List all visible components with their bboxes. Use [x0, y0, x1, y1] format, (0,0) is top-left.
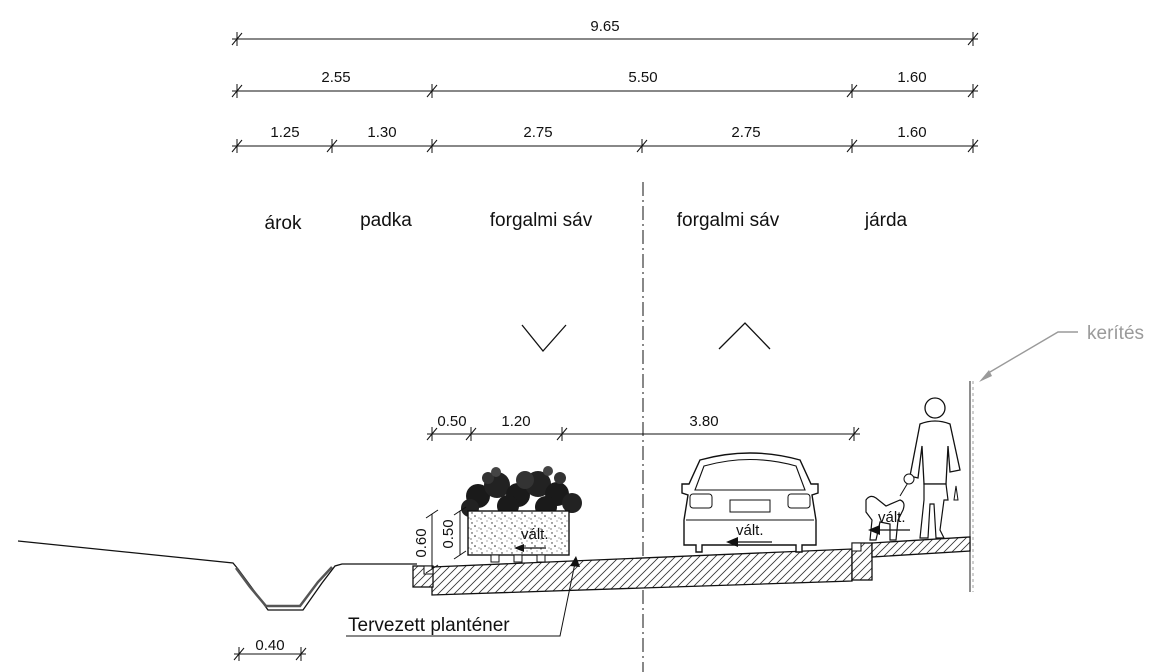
- dimension-row-total: 9.65: [231, 18, 979, 46]
- zone-ditch-label: árok: [265, 213, 302, 234]
- dim-lane-right: 2.75: [731, 124, 760, 141]
- walk-change-label: vált.: [878, 509, 906, 526]
- dim-remaining-roadway: 3.80: [689, 413, 718, 430]
- dim-lane-left: 2.75: [523, 124, 552, 141]
- car-rear-view: vált.: [681, 452, 819, 553]
- road-structure: [412, 536, 971, 596]
- dim-curb-offset: 0.50: [437, 413, 466, 430]
- zone-sidewalk-label: járda: [864, 210, 908, 231]
- fence-label: kerítés: [1087, 323, 1144, 344]
- dim-total: 9.65: [590, 18, 619, 35]
- dim-ditch: 1.25: [270, 124, 299, 141]
- planter-change-label: vált.: [521, 526, 549, 543]
- tick-marks: [231, 32, 979, 46]
- dim-planter-width: 1.20: [501, 413, 530, 430]
- slope-mark-right: [718, 322, 771, 350]
- slope-mark-left: [521, 324, 567, 353]
- dimension-row-detail: 1.25 1.30 2.75 2.75 1.60: [231, 124, 979, 153]
- dim-roadway: 5.50: [628, 69, 657, 86]
- pedestrian-with-dog: vált.: [865, 397, 961, 541]
- zone-labels: árok padka forgalmi sáv forgalmi sáv jár…: [265, 210, 908, 234]
- planter-height-dimensions: 0.60 0.50: [413, 506, 467, 574]
- zone-shoulder-label: padka: [360, 210, 412, 231]
- planter-foliage: [461, 466, 582, 518]
- car-change-label: vált.: [736, 522, 764, 539]
- planter-callout: Tervezett planténer: [346, 556, 580, 637]
- dim-shoulder-group: 2.55: [321, 69, 350, 86]
- ditch-width-dimension: 0.40: [233, 637, 307, 661]
- dim-sidewalk: 1.60: [897, 124, 926, 141]
- ground-line: [17, 540, 417, 611]
- planter-callout-label: Tervezett planténer: [348, 615, 510, 636]
- dim-ditch-width: 0.40: [255, 637, 284, 654]
- dim-shoulder: 1.30: [367, 124, 396, 141]
- fence: kerítés: [969, 323, 1144, 592]
- dim-sidewalk-group: 1.60: [897, 69, 926, 86]
- planter: vált.: [461, 466, 582, 563]
- lower-dimension-row: 0.50 1.20 3.80: [426, 413, 860, 441]
- dim-planter-total-height: 0.60: [413, 528, 430, 557]
- zone-lane-right-label: forgalmi sáv: [677, 210, 780, 231]
- dimension-row-groups: 2.55 5.50 1.60: [231, 69, 979, 98]
- zone-lane-left-label: forgalmi sáv: [490, 210, 593, 231]
- dim-planter-box-height: 0.50: [440, 519, 457, 548]
